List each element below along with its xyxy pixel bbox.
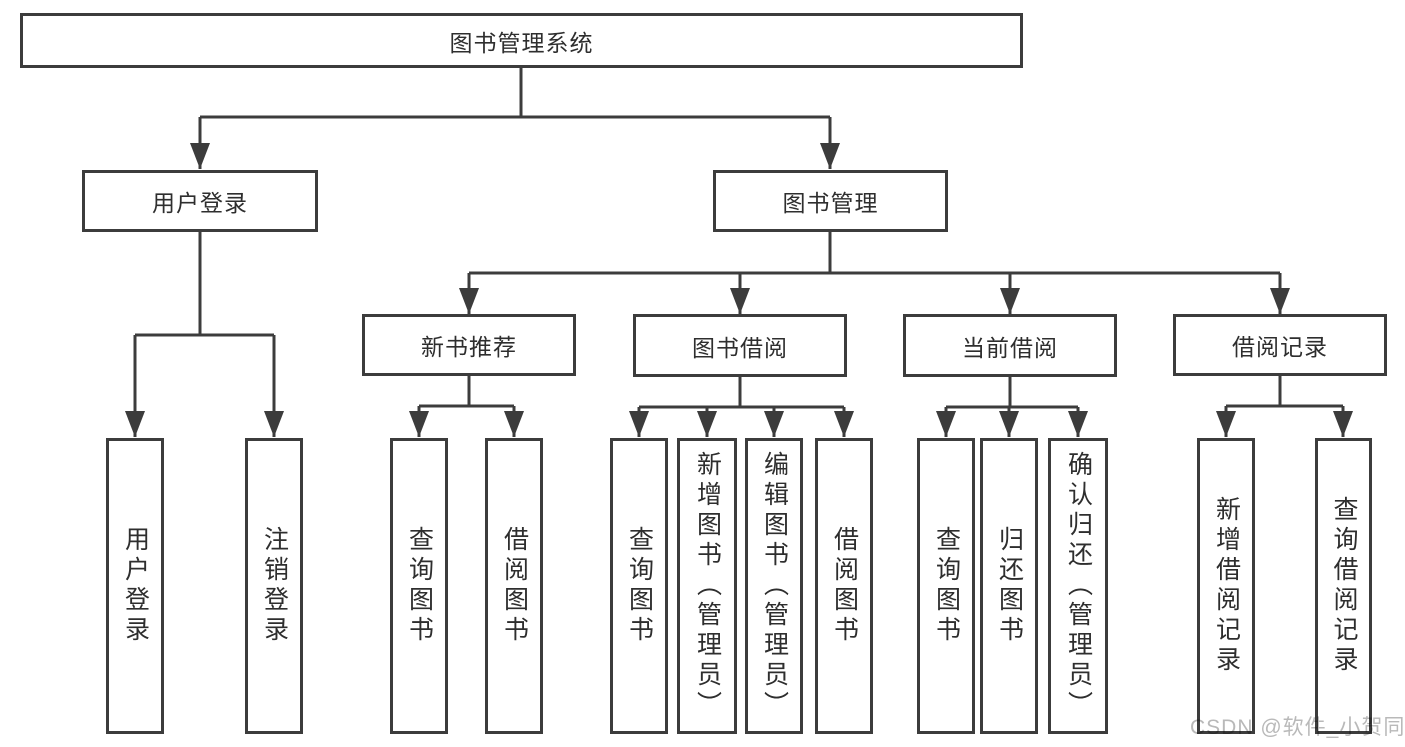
leaf-query-books-current: 查询图书 xyxy=(917,438,975,734)
leaf-user-login: 用户登录 xyxy=(106,438,164,734)
leaf-query-books-borrowing: 查询图书 xyxy=(610,438,668,734)
node-book-management: 图书管理 xyxy=(713,170,948,232)
leaf-logout: 注销登录 xyxy=(245,438,303,734)
leaf-confirm-return-admin: 确认归还（管理员） xyxy=(1048,438,1108,734)
node-user-login: 用户登录 xyxy=(82,170,318,232)
leaf-add-book-admin: 新增图书（管理员） xyxy=(677,438,737,734)
leaf-borrow-books: 借阅图书 xyxy=(815,438,873,734)
leaf-query-books-recommend: 查询图书 xyxy=(390,438,448,734)
node-current-borrowing: 当前借阅 xyxy=(903,314,1117,377)
node-book-borrowing: 图书借阅 xyxy=(633,314,847,377)
leaf-borrow-books-recommend: 借阅图书 xyxy=(485,438,543,734)
leaf-add-borrow-record: 新增借阅记录 xyxy=(1197,438,1255,734)
watermark: CSDN @软件_小贺同学 xyxy=(1190,716,1405,739)
node-new-book-recommendation: 新书推荐 xyxy=(362,314,576,376)
node-borrowing-records: 借阅记录 xyxy=(1173,314,1387,376)
leaf-edit-book-admin: 编辑图书（管理员） xyxy=(745,438,803,734)
leaf-query-borrow-record: 查询借阅记录 xyxy=(1315,438,1372,734)
node-library-management-system: 图书管理系统 xyxy=(20,13,1023,68)
leaf-return-books: 归还图书 xyxy=(980,438,1038,734)
